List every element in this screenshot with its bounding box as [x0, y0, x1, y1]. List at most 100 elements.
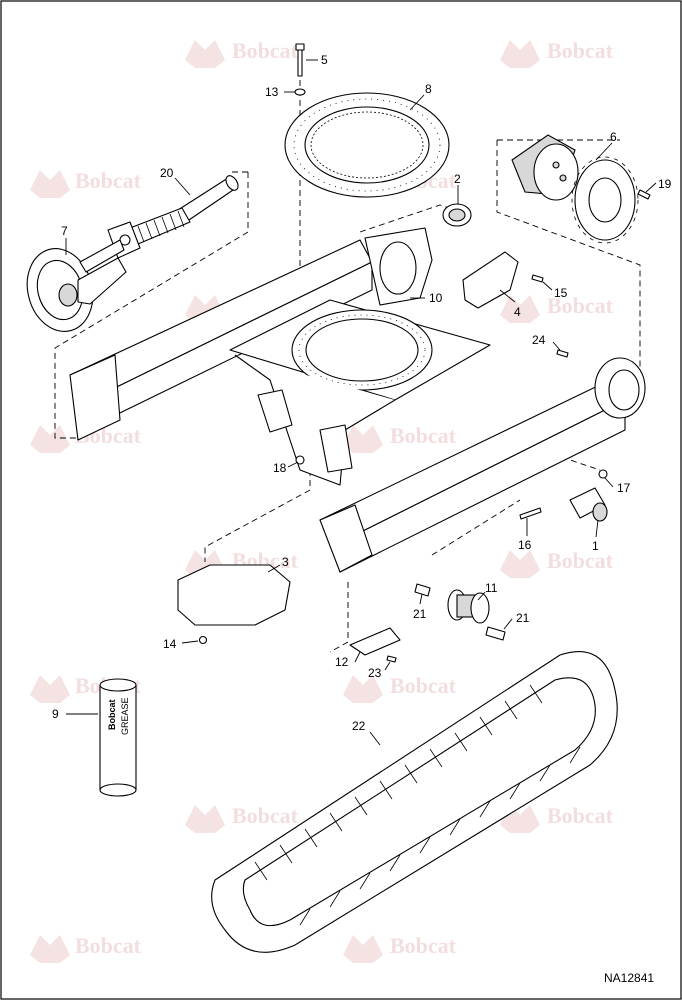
part-5-slew-ring-bolt [295, 43, 305, 77]
watermark-text: Bobcat [390, 933, 457, 958]
sprocket-hub [588, 177, 622, 223]
sprocket-teeth [571, 156, 639, 244]
callout-5: 5 [321, 53, 328, 67]
bobcat-logo-watermark-icon [343, 425, 383, 453]
callout-4: 4 [514, 305, 521, 319]
frame-center-ring-inner [305, 318, 419, 382]
bottom-cover-plate [177, 564, 291, 626]
part-19-sprocket-bolt [637, 189, 651, 200]
seal-inner [448, 208, 466, 222]
part-22-rubber-track [211, 651, 618, 953]
watermark: Bobcat [500, 803, 614, 833]
callout-7: 7 [61, 224, 68, 238]
swing-bearing-bolt-circle [293, 98, 441, 192]
leader-20 [174, 177, 191, 196]
grease-label: GREASE [120, 697, 130, 735]
track-lugs-lower [299, 746, 581, 926]
tensioner-spring [129, 207, 191, 245]
callout-16: 16 [518, 538, 532, 552]
roller-flange-right [470, 592, 490, 624]
roller-mount-guide [431, 499, 521, 556]
leader-15 [542, 281, 553, 291]
bobcat-logo-watermark-icon [343, 935, 383, 963]
watermark: Bobcat [500, 38, 614, 68]
leader-3 [267, 564, 281, 573]
motor-drum [533, 143, 579, 201]
part-10-undercarriage-frame [69, 227, 646, 573]
watermark: Bobcat [30, 933, 142, 963]
watermark: Bobcat [185, 803, 299, 833]
frame-leg-bracket-2 [319, 424, 353, 473]
bolt-14-head [198, 635, 208, 645]
fitting-17 [598, 469, 608, 479]
callout-23: 23 [368, 666, 382, 680]
bolt-shank [297, 47, 303, 77]
watermark-text: Bobcat [390, 673, 457, 698]
part-17-fitting [598, 469, 608, 479]
guard-plate-body [349, 627, 401, 656]
callout-2: 2 [454, 172, 461, 186]
callout-9: 9 [52, 707, 59, 721]
part-23-bolt [386, 655, 397, 663]
callout-labels: 5 13 8 20 2 6 19 7 10 15 4 24 18 17 16 1… [52, 53, 672, 733]
tensioner-cylinder-end [225, 175, 239, 191]
callout-24: 24 [532, 333, 546, 347]
leader-lines [65, 59, 657, 746]
motor-group-outline [496, 140, 641, 395]
part-12-guard-plate [349, 627, 401, 656]
bolt-16-shank [519, 507, 542, 520]
idler-bracket [77, 257, 127, 305]
part-8-swing-bearing [284, 92, 450, 198]
bobcat-logo-watermark-icon [500, 40, 540, 68]
track-inner-loop [242, 677, 596, 927]
leader-21a [419, 593, 423, 605]
callout-1: 1 [592, 539, 599, 553]
watermark-text: Bobcat [232, 803, 299, 828]
leader-22 [369, 731, 381, 746]
callout-21b: 21 [516, 611, 530, 625]
callout-8: 8 [425, 82, 432, 96]
bobcat-logo-watermark-icon [343, 675, 383, 703]
part-14-bolt [198, 635, 208, 645]
idler-group-outline [54, 172, 249, 439]
bobcat-logo-watermark-icon [185, 40, 225, 68]
leader-17 [604, 477, 614, 488]
motor-port-1 [552, 161, 560, 169]
roller-guide [329, 582, 349, 653]
track-lugs [254, 684, 543, 881]
leader-12 [354, 651, 361, 663]
frame-front-legs [234, 354, 396, 486]
callout-3: 3 [282, 555, 289, 569]
callout-6: 6 [610, 130, 617, 144]
bobcat-logo-watermark-icon [500, 295, 540, 323]
leader-4 [499, 289, 516, 303]
watermark: Bobcat [185, 38, 299, 68]
pin-end [592, 502, 608, 522]
part-21-bolt-lower [485, 626, 506, 641]
callout-11: 11 [485, 581, 498, 595]
bolt-head [295, 43, 305, 51]
motor-port-2 [559, 174, 567, 182]
frame-right-rail-side [334, 399, 626, 573]
cover-guide [204, 470, 311, 562]
callout-15: 15 [554, 286, 568, 300]
callout-22: 22 [352, 719, 366, 733]
drawing-number: NA12841 [604, 971, 654, 985]
bobcat-logo-watermark-icon [30, 170, 70, 198]
watermark-text: Bobcat [547, 38, 614, 63]
bolt-24-shank [556, 349, 569, 358]
frame-motor-bore [379, 241, 417, 295]
callout-13: 13 [265, 85, 279, 99]
callout-14: 14 [163, 637, 177, 651]
bobcat-logo-watermark-icon [30, 675, 70, 703]
part-13-washer [294, 88, 306, 96]
frame-rear-housing-bore [608, 369, 640, 411]
frame-ring-bolt-holes [298, 314, 426, 386]
watermark: Bobcat [30, 168, 142, 198]
washer-ring [294, 88, 306, 96]
grease-brand: Bobcat [107, 699, 117, 730]
frame-right-front-plate [319, 504, 373, 573]
part-7-front-idler [26, 239, 127, 332]
